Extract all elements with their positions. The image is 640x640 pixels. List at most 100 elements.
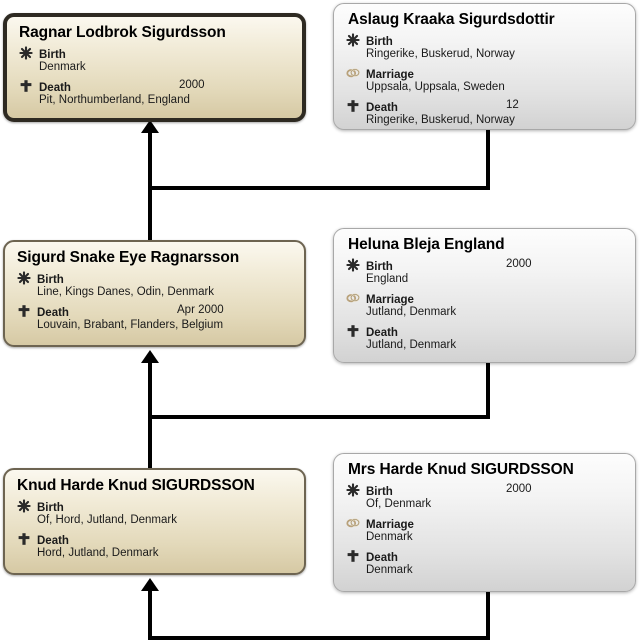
fact-label: Death (37, 307, 69, 319)
person-card-aslaug[interactable]: Aslaug Kraaka Sigurdsdottir Birth (333, 3, 636, 130)
fact-place: Uppsala, Uppsala, Sweden (366, 81, 505, 93)
fact-place: Jutland, Denmark (366, 339, 457, 351)
fact-head: Birth 2000 (366, 482, 625, 498)
person-card-body: Ragnar Lodbrok Sigurdsson Birth (7, 17, 302, 118)
fact-date: 2000 (179, 79, 205, 91)
fact-head: Death (37, 531, 294, 547)
fact-place: Hord, Jutland, Denmark (37, 547, 159, 559)
person-card-ragnar[interactable]: Ragnar Lodbrok Sigurdsson Birth (3, 13, 306, 122)
connector-horizontal-gen3 (148, 636, 490, 640)
connector-vertical-from-heluna (486, 362, 490, 419)
marriage-rings-icon (346, 516, 360, 530)
fact-place: England (366, 273, 409, 285)
fact-head: Death 2000 (39, 78, 292, 94)
fact-label: Death (37, 535, 69, 547)
fact-place: Ringerike, Buskerud, Norway (366, 114, 515, 126)
fact-birth: Birth Line, Kings Danes, Odin, Denmark (15, 270, 294, 300)
birth-asterisk-icon (346, 258, 360, 272)
connector-vertical-from-mrs-knud (486, 592, 490, 640)
person-card-mrs-knud[interactable]: Mrs Harde Knud SIGURDSSON Birth (333, 453, 636, 592)
connector-horizontal-gen1 (148, 186, 490, 190)
person-card-body: Sigurd Snake Eye Ragnarsson Birth (5, 242, 304, 345)
fact-head: Marriage (366, 65, 625, 81)
fact-place: Ringerike, Buskerud, Norway (366, 48, 515, 60)
death-cross-icon (346, 324, 360, 338)
person-card-body: Aslaug Kraaka Sigurdsdottir Birth (334, 4, 635, 129)
fact-head: Death Apr 2000 (37, 303, 294, 319)
fact-head: Death (366, 548, 625, 564)
person-name: Ragnar Lodbrok Sigurdsson (19, 24, 226, 41)
fact-head: Birth (37, 498, 294, 514)
fact-birth: Birth Of, Hord, Jutland, Denmark (15, 498, 294, 528)
marriage-rings-icon (346, 66, 360, 80)
connector-arrow-to-ragnar (141, 120, 159, 133)
death-cross-icon (346, 549, 360, 563)
fact-label: Birth (37, 502, 64, 514)
fact-place: Louvain, Brabant, Flanders, Belgium (37, 319, 224, 331)
connector-vertical-to-ragnar (148, 132, 152, 302)
person-name: Aslaug Kraaka Sigurdsdottir (348, 11, 555, 28)
death-cross-icon (346, 99, 360, 113)
fact-date: 12 (506, 99, 519, 111)
fact-place: Denmark (39, 61, 86, 73)
person-card-knud[interactable]: Knud Harde Knud SIGURDSSON Birth (3, 468, 306, 575)
fact-date: 2000 (506, 483, 532, 495)
connector-horizontal-gen2 (148, 415, 490, 419)
fact-label: Death (366, 102, 398, 114)
marriage-rings-icon (346, 291, 360, 305)
fact-head: Marriage (366, 290, 625, 306)
person-name: Knud Harde Knud SIGURDSSON (17, 477, 255, 494)
fact-head: Birth (366, 32, 625, 48)
fact-label: Death (366, 327, 398, 339)
connector-vertical-to-knud (148, 590, 152, 640)
fact-label: Marriage (366, 294, 414, 306)
fact-label: Birth (37, 274, 64, 286)
fact-label: Death (366, 552, 398, 564)
fact-death: Death Denmark (344, 548, 625, 578)
death-cross-icon (19, 79, 33, 93)
birth-asterisk-icon (17, 271, 31, 285)
fact-marriage: Marriage Jutland, Denmark (344, 290, 625, 320)
person-card-body: Heluna Bleja England Birth (334, 229, 635, 362)
person-card-heluna[interactable]: Heluna Bleja England Birth (333, 228, 636, 363)
fact-date: 2000 (506, 258, 532, 270)
fact-head: Marriage (366, 515, 625, 531)
connector-arrow-to-knud (141, 578, 159, 591)
death-cross-icon (17, 304, 31, 318)
fact-place: Line, Kings Danes, Odin, Denmark (37, 286, 215, 298)
fact-death: Death Jutland, Denmark (344, 323, 625, 353)
fact-birth: Birth Denmark (17, 45, 292, 75)
person-card-sigurd[interactable]: Sigurd Snake Eye Ragnarsson Birth (3, 240, 306, 347)
fact-death: Death 2000 Pit, Northumberland, England (17, 78, 292, 108)
fact-place: Jutland, Denmark (366, 306, 457, 318)
person-card-body: Knud Harde Knud SIGURDSSON Birth (5, 470, 304, 573)
fact-birth: Birth 2000 England (344, 257, 625, 287)
fact-head: Death (366, 323, 625, 339)
death-cross-icon (17, 532, 31, 546)
fact-place: Denmark (366, 531, 413, 543)
fact-label: Birth (366, 261, 393, 273)
fact-place: Of, Denmark (366, 498, 432, 510)
fact-marriage: Marriage Uppsala, Uppsala, Sweden (344, 65, 625, 95)
person-card-body: Mrs Harde Knud SIGURDSSON Birth (334, 454, 635, 591)
fact-place: Pit, Northumberland, England (39, 94, 190, 106)
person-name: Heluna Bleja England (348, 236, 505, 253)
fact-birth: Birth 2000 Of, Denmark (344, 482, 625, 512)
fact-death: Death Apr 2000 Louvain, Brabant, Flander… (15, 303, 294, 333)
fact-head: Birth 2000 (366, 257, 625, 273)
fact-head: Birth (39, 45, 292, 61)
fact-birth: Birth Ringerike, Buskerud, Norway (344, 32, 625, 62)
fact-label: Birth (39, 49, 66, 61)
fact-death: Death 12 Ringerike, Buskerud, Norway (344, 98, 625, 128)
fact-head: Death 12 (366, 98, 625, 114)
birth-asterisk-icon (17, 499, 31, 513)
fact-label: Marriage (366, 69, 414, 81)
fact-place: Of, Hord, Jutland, Denmark (37, 514, 177, 526)
fact-head: Birth (37, 270, 294, 286)
birth-asterisk-icon (346, 483, 360, 497)
fact-label: Marriage (366, 519, 414, 531)
birth-asterisk-icon (19, 46, 33, 60)
birth-asterisk-icon (346, 33, 360, 47)
fact-place: Denmark (366, 564, 413, 576)
